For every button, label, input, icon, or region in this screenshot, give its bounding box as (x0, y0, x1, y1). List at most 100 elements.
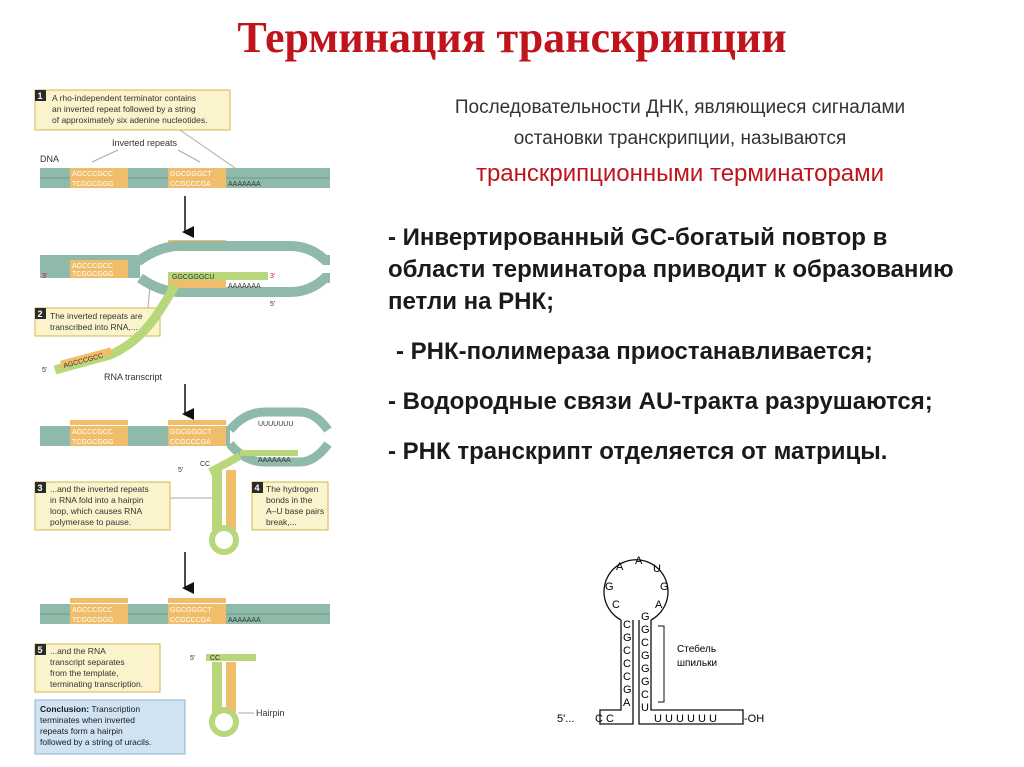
loop-letter-3: U (653, 563, 661, 575)
step-4-line-2: bonds in the (266, 495, 313, 505)
bullet-item-3: - Водородные связи AU-тракта разрушаются… (388, 388, 933, 415)
step-5-line-3: from the template, (50, 668, 119, 678)
loop-letter-1: A (616, 561, 624, 573)
step-4-line-1: The hydrogen (266, 484, 319, 494)
stem-right-4: G (641, 650, 650, 662)
prime5-3: 5' (178, 467, 183, 474)
stem-right-5: G (641, 663, 650, 675)
loop-letter-5: A (655, 599, 663, 611)
step-2-line-1: The inverted repeats are (50, 311, 143, 321)
step-5-line-2: transcript separates (50, 657, 125, 667)
prime5-2b: 5' (42, 367, 47, 374)
step-3-line-4: polymerase to pause. (50, 517, 131, 527)
u-tract-3: UUUUUUU (258, 421, 293, 428)
u-tail: U U U U U U (654, 713, 717, 725)
bullet-list: - Инвертированный GC-богатый повтор в об… (388, 222, 988, 486)
cc-5: CC (210, 655, 220, 662)
conclusion-line-2: terminates when inverted (40, 715, 135, 725)
step-1-line-1: A rho-independent terminator contains (52, 93, 196, 103)
bullet-item-4: - РНК транскрипт отделяется от матрицы. (388, 438, 888, 465)
loop-letter-6: G (605, 581, 614, 593)
transcription-bubble-2: AGCCCGCC TCGGCGGG GGCGGGCT GGCGGGCU AAAA… (40, 240, 330, 308)
step-2-line-2: transcribed into RNA,... (50, 322, 138, 332)
stem-right-2: G (641, 624, 650, 636)
step-4-line-4: break,... (266, 517, 297, 527)
seq-top2-5: GGCGGGCT (170, 607, 212, 614)
conclusion-line-1: Transcription (89, 704, 140, 714)
stem-left-4: C (623, 658, 631, 670)
rna-seq2-2: GGCGGGCU (172, 274, 214, 281)
seq-top-1: AGCCCGCC (72, 171, 113, 178)
step-1-line-3: of approximately six adenine nucleotides… (52, 115, 207, 125)
five-prime: 5'... (557, 713, 574, 725)
stem-right-8: U (641, 702, 649, 714)
step-2-number: 2 (38, 309, 43, 319)
prime5-5: 5' (190, 655, 195, 662)
dna-duplex-1: AGCCCGCC TCGGCGGG GGCGGGCT CCGCCCGA AAAA… (40, 168, 330, 188)
intro-term: транскрипционными терминаторами (475, 160, 885, 187)
conclusion-line-3: repeats form a hairpin (40, 726, 123, 736)
dna-released-5: AGCCCGCC TCGGCGGG GGCGGGCT CCGCCCGA AAAA… (40, 598, 330, 737)
conclusion-bold: Conclusion: (40, 704, 89, 714)
stem-right-7: C (641, 689, 649, 701)
bullet-item-1: - Инвертированный GC-богатый повтор в об… (388, 224, 954, 315)
step-3-line-3: loop, which causes RNA (50, 506, 142, 516)
inverted-repeats-label: Inverted repeats (112, 138, 178, 148)
seq-bottom2-1: CCGCCCGA (170, 181, 211, 188)
seq-bottom-3: TCGGCGGG (72, 439, 114, 446)
prime5-2: 5' (270, 301, 275, 308)
loop-letter-2: A (635, 555, 643, 567)
step-5-callout: 5 ...and the RNA transcript separates fr… (34, 643, 161, 693)
page-title: Терминация транскрипции (237, 13, 787, 62)
stem-right-1: G (641, 611, 650, 623)
stem-left-3: C (623, 645, 631, 657)
step-3-line-1: ...and the inverted repeats (50, 484, 149, 494)
stem-left-2: G (623, 632, 632, 644)
prime3-2b: 3' (270, 273, 275, 280)
oh-end: -OH (744, 713, 764, 725)
rna-hairpin-diagram: A A U G A G C U C G C C C G A G G C G G … (557, 555, 764, 725)
stem-label-1: Стебель (677, 643, 716, 655)
seq-top2-3: GGCGGGCT (170, 429, 212, 436)
seq-top2-1: GGCGGGCT (170, 171, 212, 178)
step-2-callout: 2 The inverted repeats are transcribed i… (34, 307, 161, 337)
cc-tail: C C (595, 713, 614, 725)
step-4-number: 4 (255, 483, 260, 493)
step-1-line-2: an inverted repeat followed by a string (52, 104, 196, 114)
seq-bottom-1: TCGGCGGG (72, 181, 114, 188)
stem-left-5: C (623, 671, 631, 683)
seq-top2-2: GGCGGGCT (172, 251, 214, 258)
a-tract-3: AAAAAAA (258, 457, 291, 464)
rna-transcript-label: RNA transcript (104, 372, 163, 382)
intro-line-2: остановки транскрипции, называются (513, 128, 847, 149)
hairpin-label-fig: Hairpin (256, 708, 285, 718)
stem-right-3: C (641, 637, 649, 649)
seq-bottom-2: TCGGCGGG (72, 271, 114, 278)
termination-figure: 1 A rho-independent terminator contains … (34, 89, 332, 755)
stem-left-1: C (623, 619, 631, 631)
loop-letter-4: G (660, 581, 669, 593)
intro-line-1: Последовательности ДНК, являющиеся сигна… (454, 97, 906, 118)
seq-top-2: AGCCCGCC (72, 263, 113, 270)
step-5-line-1: ...and the RNA (50, 646, 106, 656)
dna-hairpin-3: AGCCCGCC TCGGCGGG GGCGGGCT CCGCCCGA UUUU… (40, 407, 332, 555)
stem-left-7: A (623, 697, 631, 709)
stem-right-6: G (641, 676, 650, 688)
step-1-number: 1 (38, 91, 43, 101)
step-4-callout: 4 The hydrogen bonds in the A–U base pai… (251, 481, 329, 531)
stem-label-2: шпильки (677, 658, 717, 669)
conclusion-box: Conclusion: Transcription terminates whe… (34, 699, 186, 755)
step-5-line-4: terminating transcription. (50, 679, 143, 689)
seq-top-3: AGCCCGCC (72, 429, 113, 436)
a-tract-5: AAAAAAA (228, 617, 261, 624)
stem-left-6: G (623, 684, 632, 696)
bullet-item-2: - РНК-полимераза приостанавливается; (396, 338, 873, 365)
step-5-number: 5 (38, 645, 43, 655)
step-3-callout: 3 ...and the inverted repeats in RNA fol… (34, 481, 212, 531)
seq-top-5: AGCCCGCC (72, 607, 113, 614)
step-1-callout: 1 A rho-independent terminator contains … (34, 89, 236, 169)
seq-bottom2-3: CCGCCCGA (170, 439, 211, 446)
a-tract-2: AAAAAAA (228, 283, 261, 290)
dna-label: DNA (40, 154, 59, 164)
a-tract-1: AAAAAAA (228, 181, 261, 188)
